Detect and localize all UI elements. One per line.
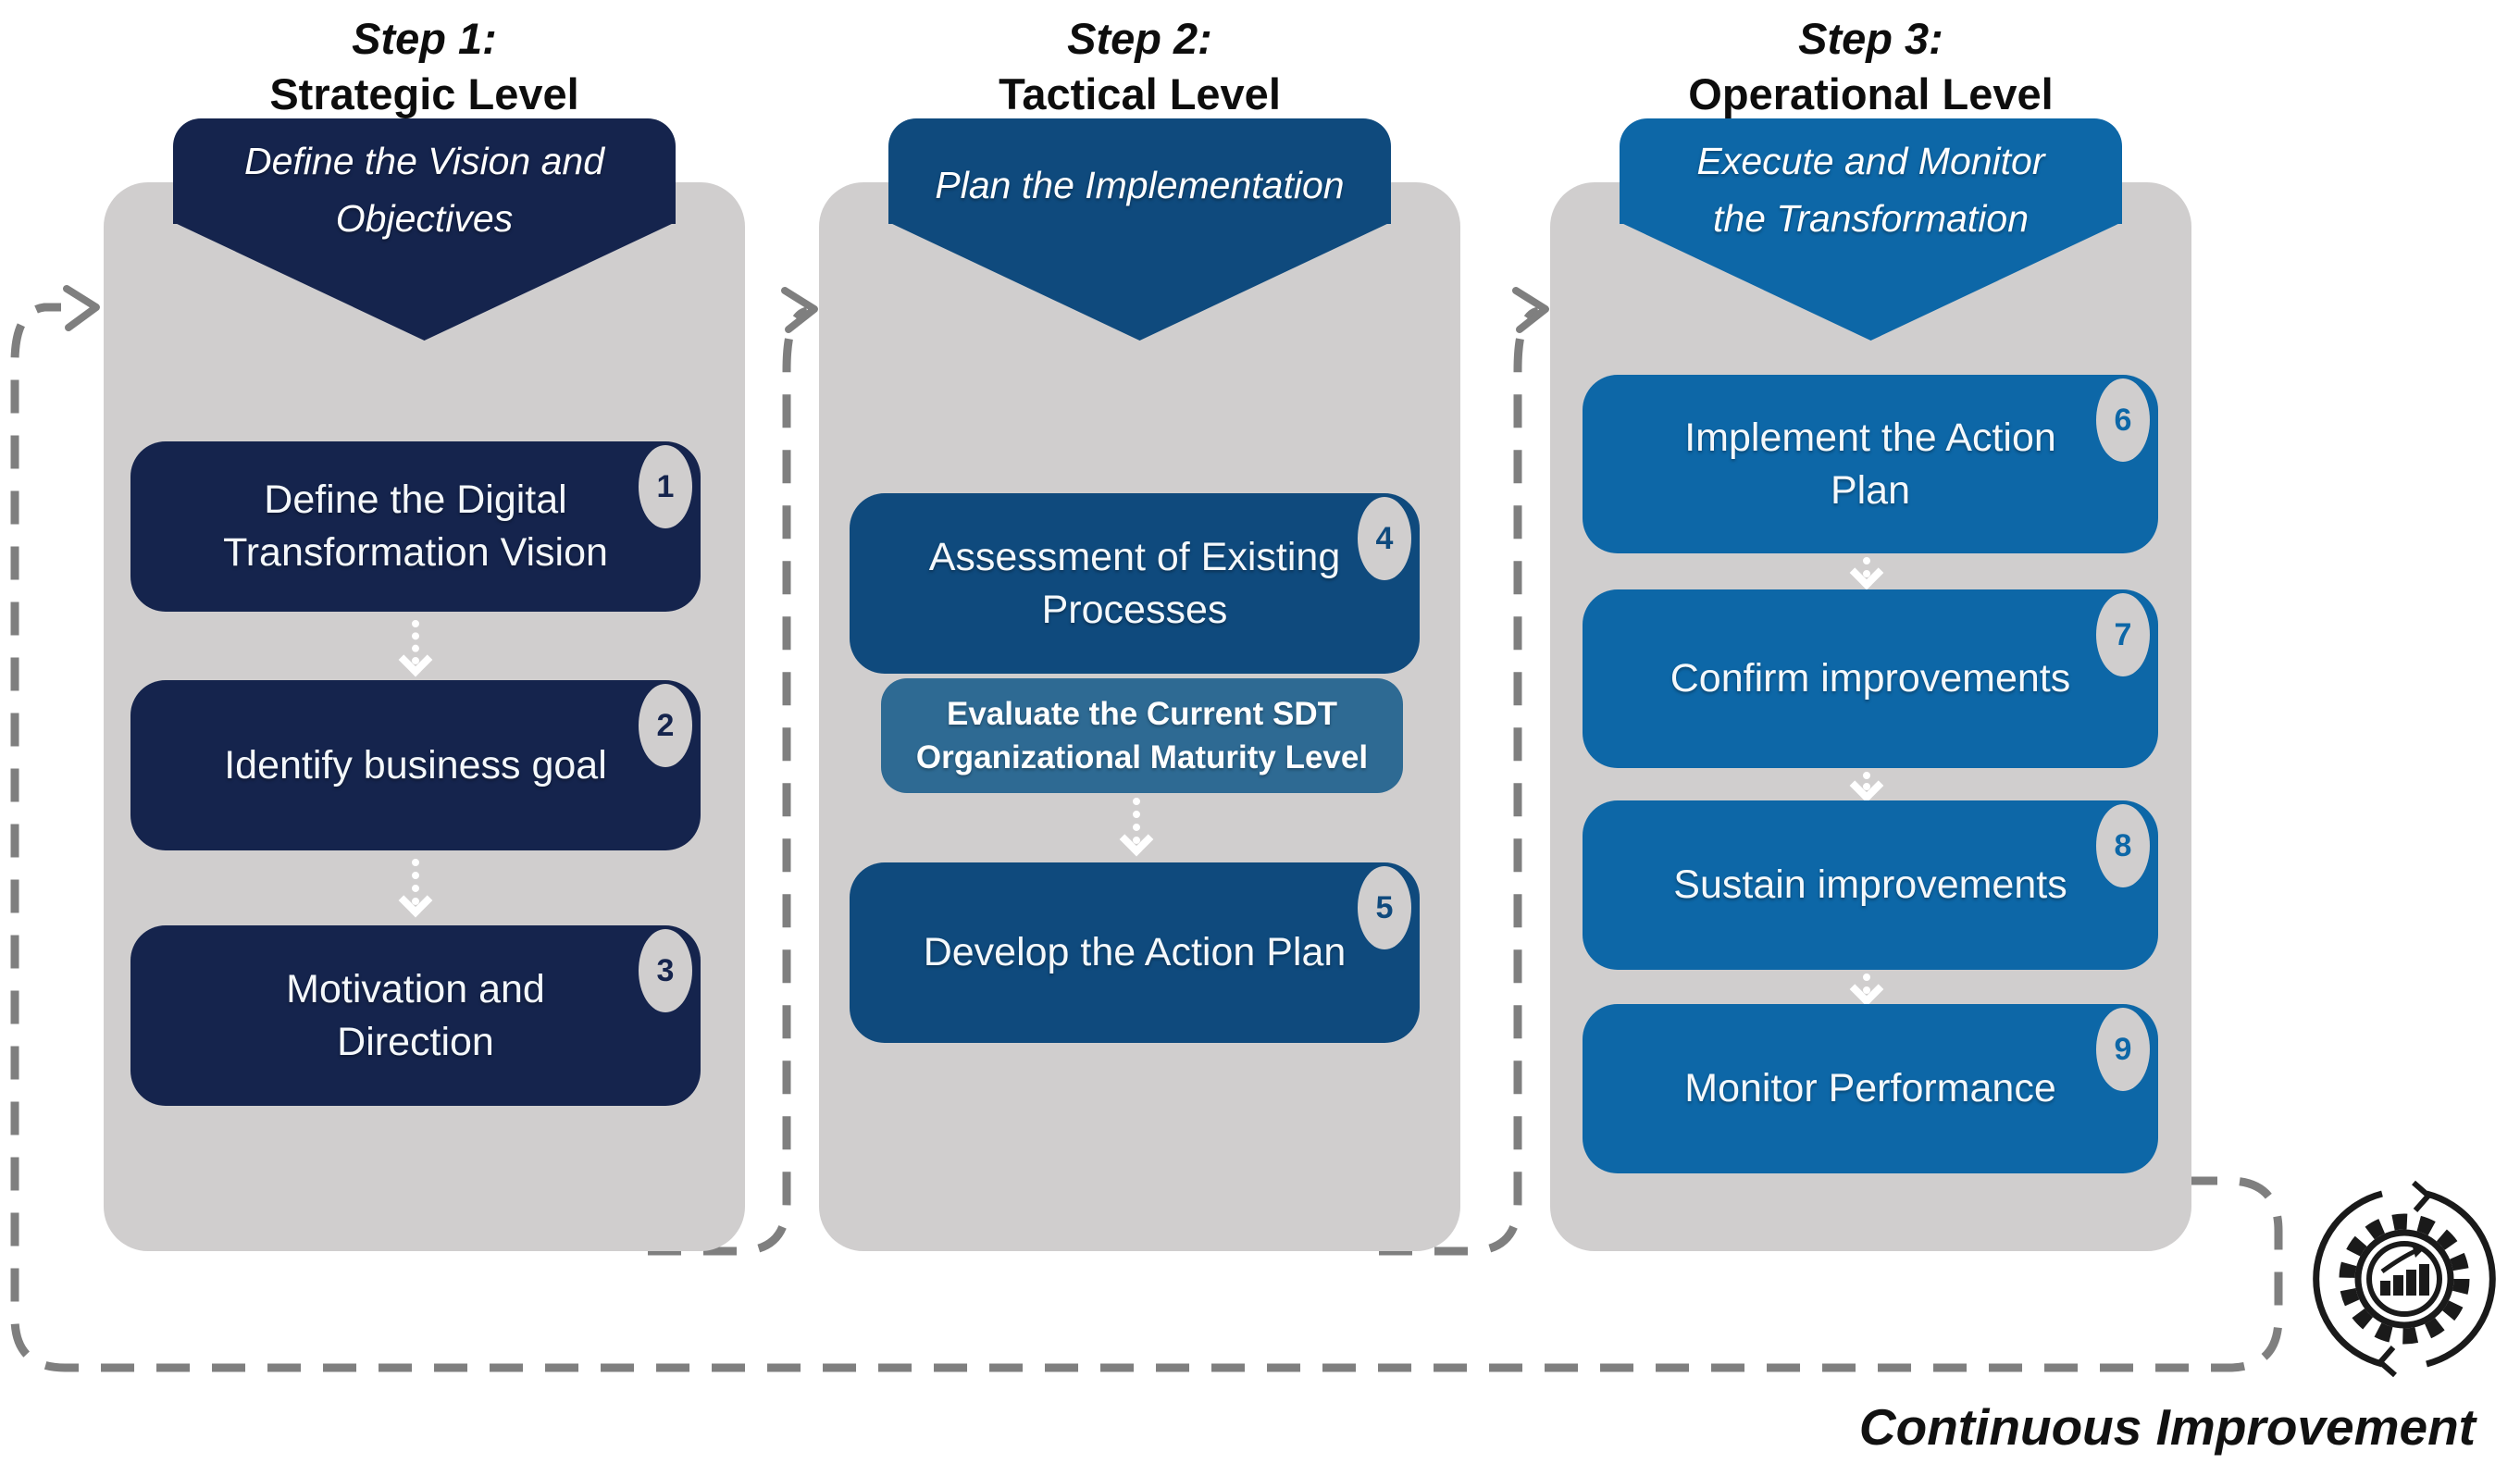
step2-level-label: Tactical Level <box>999 69 1281 119</box>
continuous-improvement-loop-dashed-line <box>10 303 2283 1372</box>
continuous-improvement-gear-icon <box>2313 1180 2496 1378</box>
tactical-banner: Plan the Implementation <box>888 118 1391 341</box>
step3-arrowhead-icon <box>1512 287 1549 333</box>
step1-label: Step 1: <box>352 14 497 63</box>
continuous-improvement-label: Continuous Improvement <box>1858 1398 2476 1456</box>
step2-arrowhead-icon <box>781 287 818 333</box>
step-number-badge: 7 <box>2096 593 2150 676</box>
growth-arrow-icon <box>2380 1247 2419 1274</box>
step1-title: Step 1: Strategic Level <box>104 11 745 122</box>
step-number-badge: 3 <box>639 929 692 1012</box>
step-number-badge: 9 <box>2096 1008 2150 1091</box>
step2-title: Step 2: Tactical Level <box>819 11 1460 122</box>
process-box-assessment: Assessment of Existing Processes 4 <box>850 493 1420 674</box>
operational-banner-text: Execute and Monitor the Transformation <box>1696 140 2045 240</box>
step1-level-label: Strategic Level <box>269 69 579 119</box>
down-arrow-icon <box>412 620 419 664</box>
step-number-badge: 6 <box>2096 378 2150 462</box>
down-arrow-icon <box>1863 557 1870 577</box>
strategic-banner-text: Define the Vision and Objectives <box>243 140 605 240</box>
tactical-banner-text: Plan the Implementation <box>935 164 1345 206</box>
step2-label: Step 2: <box>1067 14 1212 63</box>
process-box-implement-plan: Implement the Action Plan 6 <box>1583 375 2158 553</box>
step-number-badge: 1 <box>639 445 692 528</box>
operational-banner: Execute and Monitor the Transformation <box>1620 118 2122 341</box>
step-number-badge: 2 <box>639 684 692 767</box>
step-number-badge: 4 <box>1358 497 1411 580</box>
down-arrow-icon <box>1863 772 1870 790</box>
down-arrow-icon <box>412 859 419 905</box>
process-box-identify-goal: Identify business goal 2 <box>130 680 701 850</box>
down-arrow-icon <box>1133 798 1140 844</box>
step-number-badge: 8 <box>2096 804 2150 887</box>
step-number-badge: 5 <box>1358 866 1411 949</box>
process-box-develop-plan: Develop the Action Plan 5 <box>850 862 1420 1043</box>
bar-chart-icon <box>2380 1264 2429 1296</box>
down-arrow-icon <box>1863 974 1870 994</box>
process-box-sustain-improvements: Sustain improvements 8 <box>1583 800 2158 970</box>
process-box-define-vision: Define the Digital Transformation Vision… <box>130 441 701 612</box>
step1-to-step2-dashed-connector <box>648 306 809 1256</box>
step3-label: Step 3: <box>1798 14 1943 63</box>
banner-point <box>888 222 1391 341</box>
step3-title: Step 3: Operational Level <box>1550 11 2191 122</box>
step2-to-step3-dashed-connector <box>1379 306 1540 1256</box>
maturity-evaluation-sub-box: Evaluate the Current SDT Organizational … <box>881 678 1403 793</box>
process-box-monitor-performance: Monitor Performance 9 <box>1583 1004 2158 1173</box>
loop-arrowhead-icon <box>63 285 100 331</box>
process-box-confirm-improvements: Confirm improvements 7 <box>1583 589 2158 768</box>
step3-level-label: Operational Level <box>1688 69 2054 119</box>
strategic-banner: Define the Vision and Objectives <box>173 118 676 341</box>
process-box-motivation: Motivation and Direction 3 <box>130 925 701 1106</box>
